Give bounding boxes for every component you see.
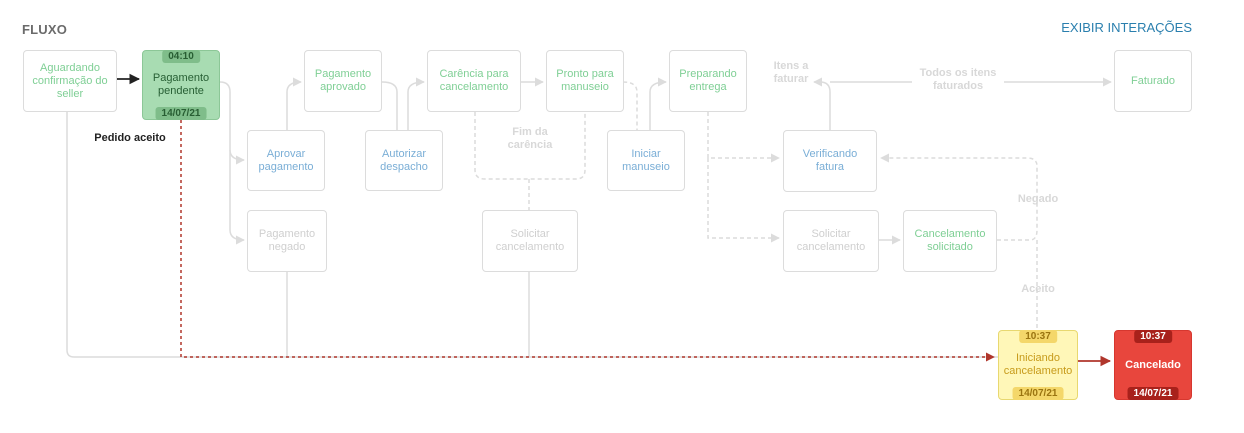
node-pagamento-pendente[interactable]: 04:10 Pagamento pendente 14/07/21 xyxy=(142,50,220,120)
node-faturado[interactable]: Faturado xyxy=(1114,50,1192,112)
time-badge: 10:37 xyxy=(1134,330,1172,343)
show-interactions-link[interactable]: EXIBIR INTERAÇÕES xyxy=(1061,20,1192,35)
node-label: Iniciando cancelamento xyxy=(1003,352,1073,377)
label-todos-faturados: Todos os itens faturados xyxy=(919,67,997,92)
node-label: Autorizar despacho xyxy=(380,147,428,173)
node-iniciando-cancelamento[interactable]: 10:37 Iniciando cancelamento 14/07/21 xyxy=(998,330,1078,400)
page-title: FLUXO xyxy=(22,22,68,37)
node-iniciar-manuseio[interactable]: Iniciar manuseio xyxy=(607,130,685,191)
node-verificando-fatura[interactable]: Verificando fatura xyxy=(783,130,877,192)
time-badge: 04:10 xyxy=(162,50,200,63)
label-pedido-aceito: Pedido aceito xyxy=(94,132,166,144)
date-badge: 14/07/21 xyxy=(1127,387,1179,400)
node-carencia-cancelamento[interactable]: Carência para cancelamento xyxy=(427,50,521,112)
node-aprovar-pagamento[interactable]: Aprovar pagamento xyxy=(247,130,325,191)
node-label: Pagamento aprovado xyxy=(314,68,372,93)
node-label: Solicitar cancelamento xyxy=(796,228,866,253)
node-cancelamento-solicitado[interactable]: Cancelamento solicitado xyxy=(903,210,997,272)
node-label: Solicitar cancelamento xyxy=(495,228,565,253)
node-label: Pronto para manuseio xyxy=(556,68,614,93)
node-label: Aguardando confirmação do seller xyxy=(32,61,108,100)
node-label: Aprovar pagamento xyxy=(258,147,314,173)
node-preparando-entrega[interactable]: Preparando entrega xyxy=(669,50,747,112)
date-badge: 14/07/21 xyxy=(155,107,207,120)
label-fim-carencia: Fim da carência xyxy=(507,126,553,151)
node-label: Verificando fatura xyxy=(802,148,858,173)
node-label: Pagamento negado xyxy=(258,228,316,253)
node-autorizar-despacho[interactable]: Autorizar despacho xyxy=(365,130,443,191)
label-aceito: Aceito xyxy=(1021,283,1055,295)
node-label: Preparando entrega xyxy=(679,68,737,93)
node-label: Cancelado xyxy=(1125,358,1181,371)
node-label: Cancelamento solicitado xyxy=(914,228,986,253)
date-badge: 14/07/21 xyxy=(1012,387,1064,400)
label-itens-faturar: Itens a faturar xyxy=(773,60,809,85)
node-pagamento-negado[interactable]: Pagamento negado xyxy=(247,210,327,272)
node-label: Faturado xyxy=(1130,74,1176,87)
node-solicitar-cancelamento-2[interactable]: Solicitar cancelamento xyxy=(783,210,879,272)
label-negado: Negado xyxy=(1017,193,1059,205)
node-cancelado[interactable]: 10:37 Cancelado 14/07/21 xyxy=(1114,330,1192,400)
time-badge: 10:37 xyxy=(1019,330,1057,343)
node-label: Pagamento pendente xyxy=(152,72,210,97)
node-solicitar-cancelamento[interactable]: Solicitar cancelamento xyxy=(482,210,578,272)
node-pronto-manuseio[interactable]: Pronto para manuseio xyxy=(546,50,624,112)
node-aguardando-confirmacao[interactable]: Aguardando confirmação do seller xyxy=(23,50,117,112)
node-label: Carência para cancelamento xyxy=(439,68,509,93)
node-label: Iniciar manuseio xyxy=(622,147,670,173)
node-pagamento-aprovado[interactable]: Pagamento aprovado xyxy=(304,50,382,112)
